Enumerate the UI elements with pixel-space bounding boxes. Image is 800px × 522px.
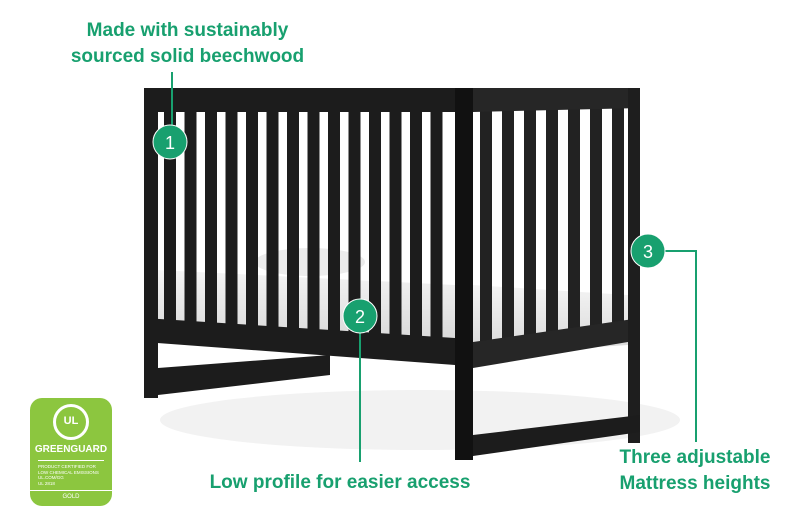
front-slat — [348, 110, 361, 349]
front-slat — [184, 110, 197, 337]
callout-line: sourced solid beechwood — [70, 46, 305, 67]
callout-line: Three adjustable — [619, 447, 771, 468]
right-base-rail — [473, 415, 640, 456]
right-post — [628, 88, 640, 443]
badge-name: GREENGUARD — [34, 444, 108, 455]
marker-number: 2 — [355, 307, 365, 327]
side-slat — [568, 106, 580, 333]
corner-post — [455, 88, 473, 460]
front-slat — [410, 110, 422, 353]
left-leg — [144, 88, 158, 398]
side-top-rail — [473, 88, 640, 112]
callout-line: Mattress heights — [619, 473, 771, 494]
front-slat — [225, 110, 238, 340]
badge-line: UL 2818 — [38, 480, 55, 486]
front-slat — [205, 110, 217, 339]
badge-line: PRODUCT CERTIFIED FOR — [38, 464, 96, 469]
front-top-rail — [144, 88, 474, 112]
front-slat — [307, 110, 320, 346]
side-slat — [546, 106, 558, 336]
callout-label-3: Three adjustable Mattress heights — [600, 445, 790, 497]
side-slat — [480, 106, 492, 346]
callout-marker-1: 1 — [152, 124, 188, 160]
badge-line: LOW CHEMICAL EMISSIONS — [38, 469, 99, 475]
marker-number: 3 — [643, 242, 653, 262]
front-slat — [164, 110, 176, 336]
callout-line: Low profile for easier access — [209, 472, 471, 493]
callout-label-2: Low profile for easier access — [190, 470, 490, 496]
side-slat — [612, 106, 624, 327]
marker-number: 1 — [165, 133, 175, 153]
front-slat — [328, 110, 340, 347]
front-slat — [389, 110, 402, 352]
side-slat — [502, 106, 514, 342]
left-base-rail — [158, 355, 330, 395]
side-slat — [524, 106, 536, 339]
callout-label-1: Made with sustainably sourced solid beec… — [55, 18, 320, 70]
front-slat — [266, 110, 279, 343]
callout-line: Made with sustainably — [86, 20, 289, 41]
badge-tier: GOLD — [30, 490, 112, 500]
ul-logo-icon: UL — [53, 404, 89, 440]
side-bottom-rail — [473, 318, 640, 368]
front-slat — [430, 110, 443, 355]
front-bottom-rail — [144, 318, 455, 365]
callout-marker-2: 2 — [342, 298, 378, 334]
badge-certification-text: PRODUCT CERTIFIED FOR LOW CHEMICAL EMISS… — [38, 460, 104, 486]
badge-line: UL.COM/GG — [38, 475, 64, 480]
front-slat — [287, 110, 299, 345]
front-slat — [369, 110, 381, 350]
greenguard-badge: UL GREENGUARD PRODUCT CERTIFIED FOR LOW … — [30, 398, 112, 506]
front-slat — [246, 110, 258, 342]
callout-marker-3: 3 — [630, 233, 666, 269]
side-slat — [590, 106, 602, 330]
